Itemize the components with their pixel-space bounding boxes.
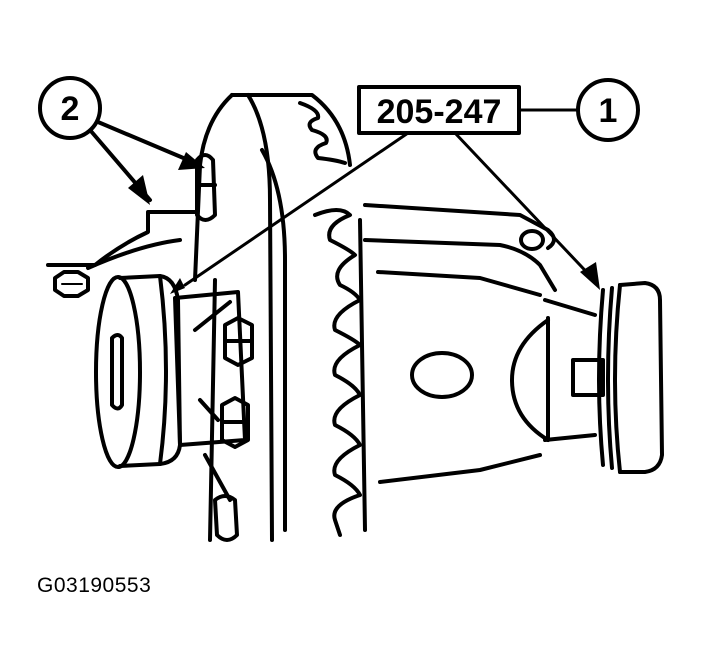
callout-2-number: 2 — [61, 90, 80, 128]
right-tool-adapter — [597, 281, 664, 474]
arrowhead-right-adapter — [580, 262, 600, 290]
callout-1 — [576, 78, 640, 142]
left-tool-adapter — [94, 274, 182, 469]
tool-leader-lines — [183, 131, 599, 287]
bolt-lower — [220, 396, 250, 449]
figure-id-label: G03190553 — [37, 574, 152, 597]
bolt-middle — [223, 316, 254, 367]
callout-1-number: 1 — [599, 92, 618, 130]
bolt-bottom — [213, 494, 239, 542]
bolt-upper — [195, 153, 217, 222]
arrowhead-bolt-upper — [178, 152, 205, 170]
hex-nut-left — [53, 270, 90, 298]
ring-gear — [193, 93, 367, 542]
arrowhead-bracket — [128, 175, 150, 205]
tool-label-box — [357, 85, 580, 135]
differential-case — [363, 203, 605, 484]
arrowhead-left-adapter — [170, 278, 185, 294]
tool-number-label: 205-247 — [377, 93, 502, 131]
callout-2 — [38, 76, 102, 140]
left-bearing-assembly — [46, 153, 254, 542]
